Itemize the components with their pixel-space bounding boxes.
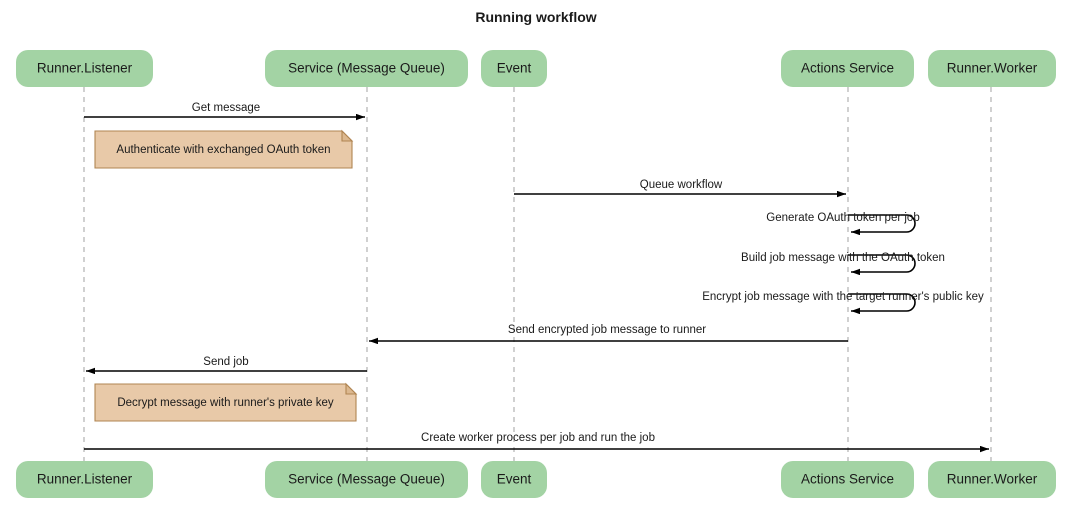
participant-service-queue-bottom[interactable]: Service (Message Queue): [265, 461, 468, 498]
message-label-get-message: Get message: [192, 102, 260, 114]
participant-box-actions-service[interactable]: [781, 461, 914, 498]
participant-label-runner-listener: Runner.Listener: [37, 472, 133, 487]
message-send-job[interactable]: Send job: [86, 356, 367, 375]
note-label-decrypt-note: Decrypt message with runner's private ke…: [117, 397, 334, 409]
self-message-label-generate-oauth-token: Generate OAuth token per job: [766, 212, 919, 224]
participant-label-service-queue: Service (Message Queue): [288, 472, 445, 487]
note-fold-icon: [341, 129, 354, 142]
lifelines-layer: [83, 87, 992, 461]
note-fold-icon: [345, 382, 358, 395]
note-decrypt-note[interactable]: Decrypt message with runner's private ke…: [94, 382, 358, 422]
participant-label-runner-worker: Runner.Worker: [947, 472, 1038, 487]
self-message-build-job-message[interactable]: Build job message with the OAuth token: [741, 252, 945, 276]
message-label-create-worker: Create worker process per job and run th…: [421, 432, 655, 444]
self-message-arrow-build-job-message[interactable]: [848, 254, 916, 276]
participant-label-event: Event: [497, 472, 532, 487]
participant-runner-worker-bottom[interactable]: Runner.Worker: [928, 461, 1056, 498]
participant-event-top[interactable]: Event: [481, 50, 547, 87]
message-label-send-encrypted: Send encrypted job message to runner: [508, 324, 706, 336]
participant-runner-listener-bottom[interactable]: Runner.Listener: [16, 461, 153, 498]
participant-actions-service-bottom[interactable]: Actions Service: [781, 461, 914, 498]
participant-box-service-queue[interactable]: [265, 50, 468, 87]
self-message-encrypt-job-message[interactable]: Encrypt job message with the target runn…: [702, 291, 984, 315]
participant-label-event: Event: [497, 61, 532, 76]
message-label-send-job: Send job: [203, 356, 248, 368]
participant-box-runner-listener[interactable]: [16, 461, 153, 498]
message-label-queue-workflow: Queue workflow: [640, 179, 723, 191]
message-create-worker[interactable]: Create worker process per job and run th…: [84, 432, 989, 453]
note-authenticate-note[interactable]: Authenticate with exchanged OAuth token: [94, 129, 354, 169]
participant-box-runner-worker[interactable]: [928, 461, 1056, 498]
participant-box-event[interactable]: [481, 461, 547, 498]
self-message-label-build-job-message: Build job message with the OAuth token: [741, 252, 945, 264]
notes-layer: Authenticate with exchanged OAuth tokenD…: [94, 129, 358, 422]
page-title: Running workflow: [475, 9, 596, 25]
note-body-decrypt-note[interactable]: [94, 383, 357, 422]
participant-box-service-queue[interactable]: [265, 461, 468, 498]
participant-runner-worker-top[interactable]: Runner.Worker: [928, 50, 1056, 87]
self-message-label-encrypt-job-message: Encrypt job message with the target runn…: [702, 291, 984, 303]
participant-label-service-queue: Service (Message Queue): [288, 61, 445, 76]
participant-box-event[interactable]: [481, 50, 547, 87]
participant-service-queue-top[interactable]: Service (Message Queue): [265, 50, 468, 87]
participant-event-bottom[interactable]: Event: [481, 461, 547, 498]
participant-box-runner-listener[interactable]: [16, 50, 153, 87]
participant-box-runner-worker[interactable]: [928, 50, 1056, 87]
participant-box-actions-service[interactable]: [781, 50, 914, 87]
participant-label-runner-listener: Runner.Listener: [37, 61, 133, 76]
self-message-arrow-generate-oauth-token[interactable]: [848, 214, 916, 236]
participant-actions-service-top[interactable]: Actions Service: [781, 50, 914, 87]
message-get-message[interactable]: Get message: [84, 102, 365, 121]
note-label-authenticate-note: Authenticate with exchanged OAuth token: [116, 144, 330, 156]
participant-label-actions-service: Actions Service: [801, 61, 894, 76]
participant-runner-listener-top[interactable]: Runner.Listener: [16, 50, 153, 87]
participant-label-actions-service: Actions Service: [801, 472, 894, 487]
note-body-authenticate-note[interactable]: [94, 130, 353, 169]
message-queue-workflow[interactable]: Queue workflow: [514, 179, 846, 198]
self-message-generate-oauth-token[interactable]: Generate OAuth token per job: [766, 212, 920, 236]
participant-label-runner-worker: Runner.Worker: [947, 61, 1038, 76]
self-message-arrow-encrypt-job-message[interactable]: [848, 293, 916, 315]
message-send-encrypted[interactable]: Send encrypted job message to runner: [369, 324, 848, 345]
